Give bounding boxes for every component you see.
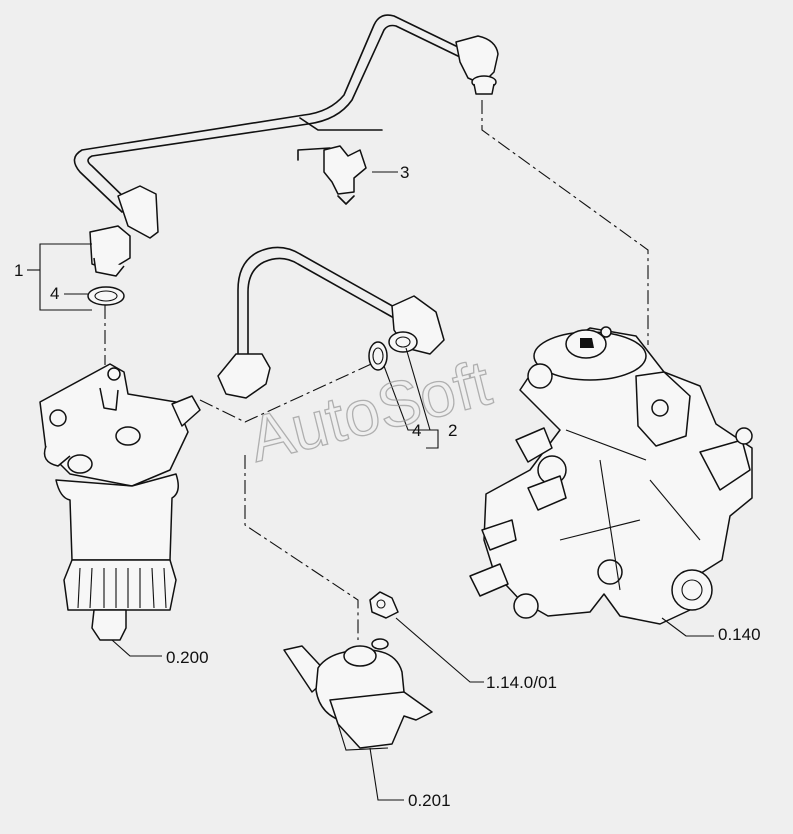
callout-4-center: 4 — [412, 421, 421, 440]
upper-fuel-pipe — [73, 14, 499, 277]
banjo-bolt — [369, 591, 399, 619]
feed-pump-assembly — [283, 638, 433, 751]
callout-0140: 0.140 — [718, 625, 761, 644]
callout-1-14-0-01: 1.14.0/01 — [486, 673, 557, 692]
callout-0201: 0.201 — [408, 791, 451, 810]
watermark-text: AutoSoft — [242, 346, 498, 475]
callout-2: 2 — [448, 421, 457, 440]
connection-guides — [104, 100, 649, 640]
clip-part — [323, 145, 367, 205]
callout-3: 3 — [400, 163, 409, 182]
callout-1: 1 — [14, 261, 23, 280]
callout-4-left: 4 — [50, 284, 59, 303]
lower-fuel-pipe — [217, 246, 445, 399]
callout-0200: 0.200 — [166, 648, 209, 667]
fuel-filter-assembly — [39, 363, 201, 641]
o-ring-washers — [87, 286, 388, 371]
callout-labels: 1 4 3 4 2 0.200 0.140 1.14.0/01 0.201 — [14, 163, 761, 810]
leader-lines — [27, 171, 714, 801]
injection-pump-assembly — [469, 326, 753, 625]
